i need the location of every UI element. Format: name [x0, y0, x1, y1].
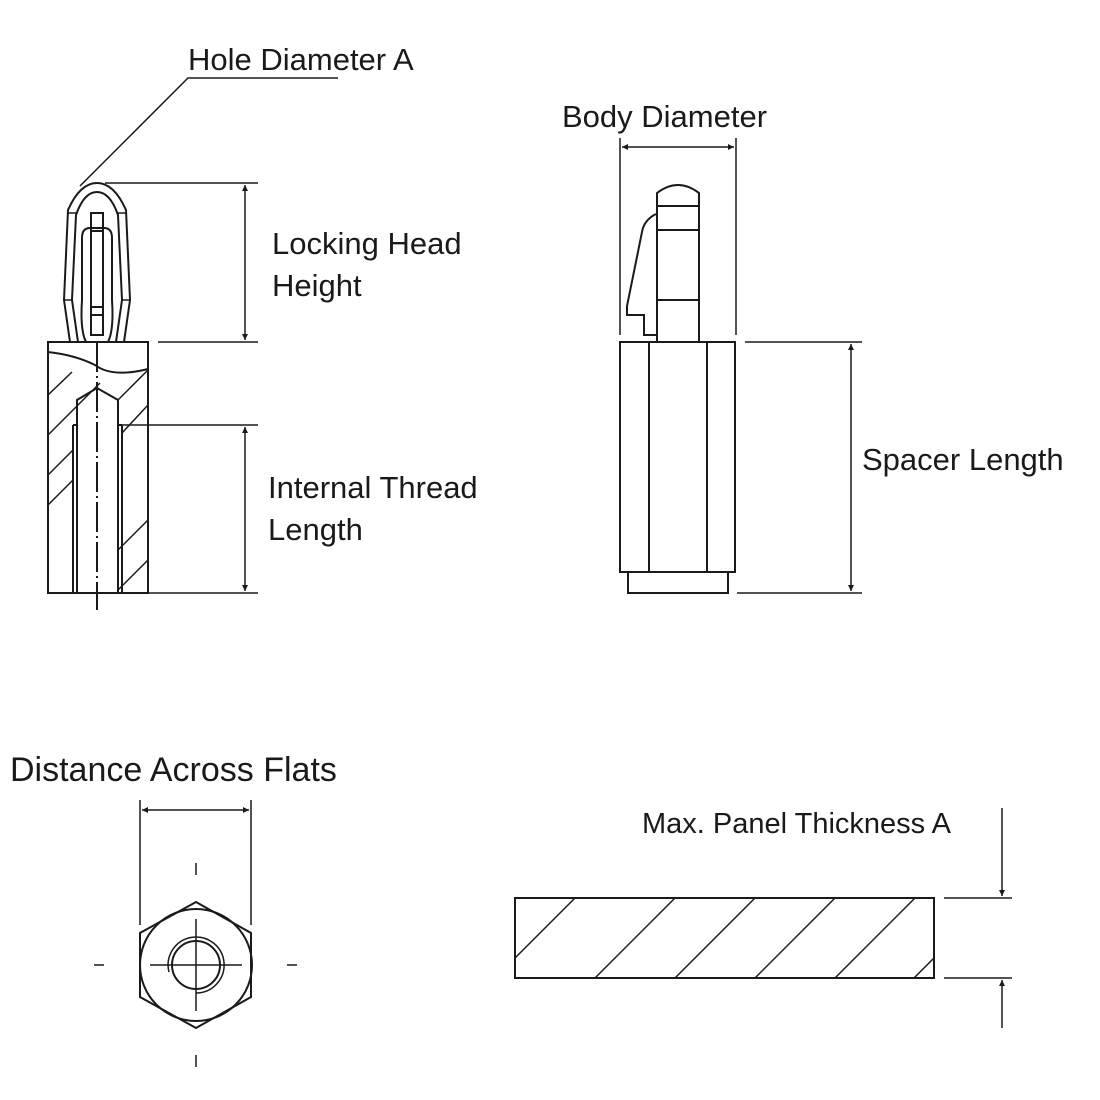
spacer-body-section	[47, 341, 149, 610]
distance-across-flats-label: Distance Across Flats	[10, 751, 337, 789]
locking-head-height-label-line1: Locking Head	[272, 226, 462, 261]
locking-head-height-dimension: Locking Head Height	[105, 182, 462, 343]
spacer-length-dimension: Spacer Length	[737, 341, 1064, 594]
locking-head-height-label-line2: Height	[272, 268, 362, 303]
side-view: Body Diameter Spacer Length	[562, 99, 1064, 594]
hole-diameter-leader: Hole Diameter A	[79, 42, 414, 187]
max-panel-thickness-label: Max. Panel Thickness A	[642, 808, 952, 840]
locking-head	[62, 181, 132, 343]
section-hatching	[47, 369, 149, 591]
spacer-length-label: Spacer Length	[862, 442, 1064, 477]
spacer-body-side	[619, 341, 736, 594]
hexagon-outline	[139, 900, 252, 1030]
locking-head-side	[626, 184, 700, 342]
internal-thread-length-label-line2: Length	[268, 512, 363, 547]
locking-latch	[626, 213, 657, 336]
internal-thread-length-label-line1: Internal Thread	[268, 470, 478, 505]
hex-end-view: Distance Across Flats	[10, 751, 337, 1067]
panel-view: Max. Panel Thickness A	[514, 808, 1012, 1028]
internal-thread-length-dimension: Internal Thread Length	[122, 424, 478, 594]
panel-hatching	[514, 897, 935, 979]
hole-diameter-label: Hole Diameter A	[188, 42, 414, 77]
body-diameter-dimension: Body Diameter	[562, 99, 767, 335]
panel-section	[514, 897, 935, 979]
section-view: Hole Diameter A Locking Head Height Inte…	[47, 42, 478, 610]
body-diameter-label: Body Diameter	[562, 99, 767, 134]
